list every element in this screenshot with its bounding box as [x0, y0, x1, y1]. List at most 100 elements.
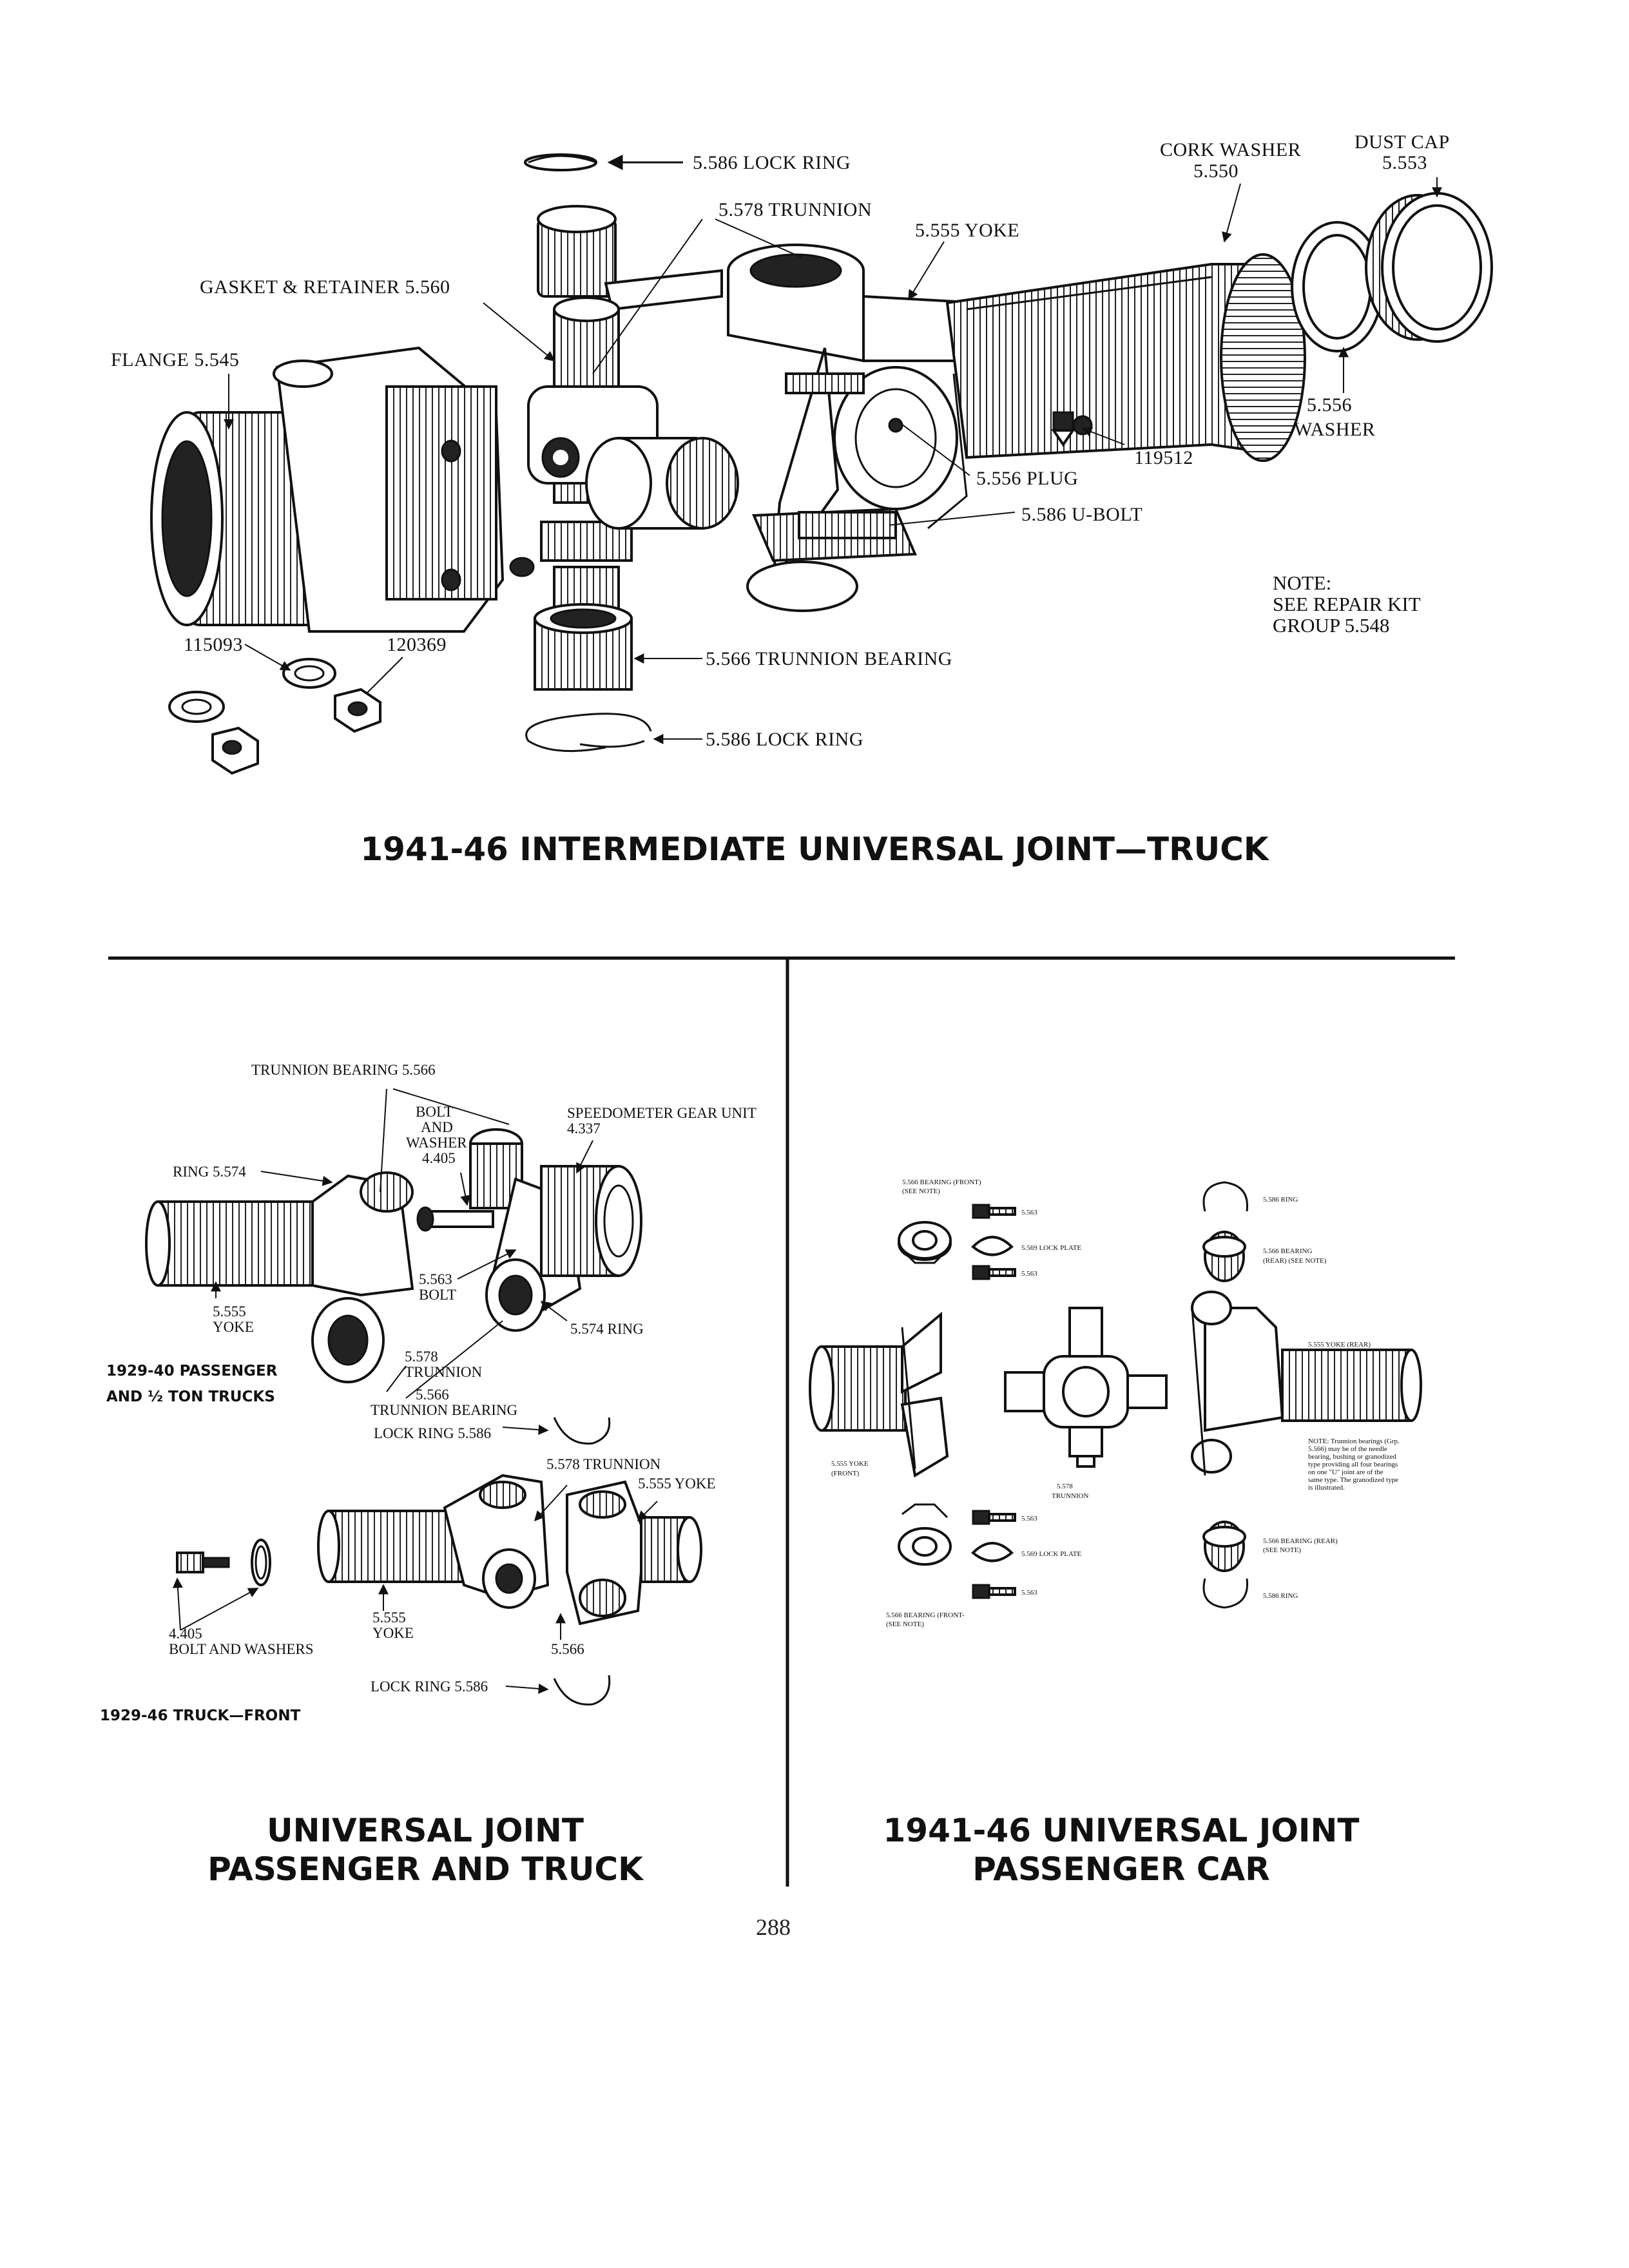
- label-trunnion-num: 5.578: [1057, 1483, 1073, 1490]
- label-lock-plate-b: 5.569 LOCK PLATE: [1021, 1550, 1081, 1558]
- label-bearing-rear-top: 5.566 BEARING: [1263, 1247, 1312, 1255]
- note-line-1: NOTE:: [1273, 572, 1331, 594]
- label-trunnion-bearing: 5.566 TRUNNION BEARING: [706, 648, 952, 669]
- dust-cap-drawing: [1365, 192, 1493, 343]
- label-flange: FLANGE 5.545: [111, 349, 239, 370]
- label-bolt-washers: BOLT AND WASHERS: [169, 1641, 314, 1657]
- label-ring-right: 5.574 RING: [570, 1321, 644, 1337]
- note-text-6: same type. The granodized type: [1308, 1476, 1398, 1484]
- label-speedometer-num: 4.337: [567, 1120, 601, 1137]
- label-see-note-b: (SEE NOTE): [886, 1620, 924, 1628]
- label-bolt: BOLT: [416, 1104, 453, 1120]
- label-see-note-c: (SEE NOTE): [1263, 1546, 1301, 1554]
- label-cork-washer-num: 5.550: [1193, 160, 1239, 182]
- caption-1929-40-line1: 1929-40 PASSENGER: [106, 1363, 278, 1379]
- label-bearing-front-top: 5.566 BEARING (FRONT): [902, 1178, 981, 1186]
- label-washer: WASHER: [406, 1135, 467, 1151]
- label-lock-ring-top: 5.586 LOCK RING: [693, 152, 851, 173]
- label-bearing-rear-bottom: 5.566 BEARING (REAR): [1263, 1537, 1338, 1545]
- label-ring-586-bottom: 5.586 RING: [1263, 1592, 1298, 1600]
- label-and: AND: [421, 1119, 453, 1135]
- trunnion-bearing-bottom-drawing: [534, 603, 633, 691]
- front-yoke-drawing: [809, 1311, 949, 1478]
- label-bolt-563b: 5.563: [1021, 1270, 1037, 1278]
- lock-ring-bottom-drawing: [525, 713, 652, 753]
- label-tb: TRUNNION BEARING: [371, 1402, 517, 1418]
- label-washer-num: 5.556: [1307, 394, 1352, 416]
- label-ring-left: RING 5.574: [173, 1164, 246, 1180]
- note-text-4: type providing all four bearings: [1308, 1461, 1398, 1468]
- top-figure-leaders: [224, 177, 1442, 744]
- note-text-1: NOTE: Trunnion bearings (Grp.: [1308, 1437, 1400, 1445]
- trunnion-bearing-top-drawing: [537, 205, 723, 311]
- label-bolt2: BOLT: [419, 1287, 456, 1303]
- label-trunnion: TRUNNION: [405, 1364, 482, 1380]
- label-trunnion: TRUNNION: [1052, 1492, 1088, 1500]
- repair-kit-note: NOTE: SEE REPAIR KIT GROUP 5.548: [1273, 572, 1421, 637]
- label-dust-cap: DUST CAP: [1354, 131, 1450, 153]
- shaft-drawing: [157, 1200, 314, 1287]
- left-figure-title-line2: PASSENGER AND TRUCK: [207, 1850, 644, 1888]
- label-speedometer: SPEEDOMETER GEAR UNIT: [567, 1105, 757, 1121]
- label-u-bolt: 5.586 U-BOLT: [1021, 504, 1142, 525]
- label-trunnion: 5.578 TRUNNION: [718, 199, 872, 220]
- label-yoke-rear: 5.555 YOKE (REAR): [1308, 1341, 1371, 1349]
- label-bolt-563d: 5.563: [1021, 1589, 1037, 1597]
- label-trunnion-num: 5.578: [405, 1349, 438, 1365]
- note-line-3: GROUP 5.548: [1273, 614, 1389, 637]
- cork-washer-drawing: [1220, 253, 1306, 462]
- label-part-119512: 119512: [1134, 447, 1193, 468]
- grease-fitting-drawing: [1051, 411, 1075, 447]
- label-bolt2-num: 5.563: [419, 1271, 452, 1287]
- label-bearing-front-bottom: 5.566 BEARING (FRONT-: [886, 1611, 965, 1619]
- caption-1929-40-line2: AND ½ TON TRUCKS: [106, 1389, 275, 1405]
- right-figure-title-line2: PASSENGER CAR: [972, 1850, 1270, 1888]
- top-figure-title: 1941-46 INTERMEDIATE UNIVERSAL JOINT—TRU…: [360, 831, 1270, 868]
- label-yoke: YOKE: [213, 1319, 254, 1335]
- label-plug: 5.556 PLUG: [976, 468, 1078, 489]
- washer-drawing: [1291, 221, 1383, 352]
- truck-front-assembly-drawing: [317, 1474, 702, 1626]
- label-trunnion-2: 5.578 TRUNNION: [546, 1456, 661, 1472]
- label-gasket-retainer: GASKET & RETAINER 5.560: [200, 276, 450, 298]
- label-see-note-a: (SEE NOTE): [902, 1187, 940, 1195]
- label-dust-cap-num: 5.553: [1382, 152, 1427, 173]
- right-figure-title-line1: 1941-46 UNIVERSAL JOINT: [883, 1812, 1360, 1849]
- note-text-5: on one "U" joint are of the: [1308, 1468, 1383, 1476]
- label-yoke-front: 5.555 YOKE: [831, 1460, 869, 1468]
- right-note-block: NOTE: Trunnion bearings (Grp. 5.566) may…: [1308, 1437, 1400, 1492]
- note-text-7: is illustrated.: [1308, 1484, 1345, 1492]
- label-bearing-566: 5.566: [551, 1641, 584, 1657]
- label-yoke-2: 5.555 YOKE: [638, 1475, 716, 1492]
- flange-drawing: [150, 346, 535, 633]
- note-text-2: 5.566) may be of the needle: [1308, 1445, 1387, 1453]
- label-bolt-563a: 5.563: [1021, 1209, 1037, 1216]
- note-text-3: bearing, bushing or granodized: [1308, 1453, 1396, 1461]
- right-figure-illustration: [809, 1181, 1422, 1609]
- label-part-115093: 115093: [184, 634, 243, 655]
- note-line-2: SEE REPAIR KIT: [1273, 593, 1421, 615]
- label-bolt-washers-num: 4.405: [169, 1626, 202, 1642]
- left-figure-title-line1: UNIVERSAL JOINT: [267, 1812, 584, 1849]
- bearing-front-top-drawing: [898, 1221, 952, 1264]
- label-part-120369: 120369: [387, 634, 447, 655]
- label-bolt-563c: 5.563: [1021, 1515, 1037, 1523]
- label-ring-586-top: 5.586 RING: [1263, 1196, 1298, 1204]
- label-yoke-3: YOKE: [372, 1625, 414, 1641]
- caption-1929-46-truck-front: 1929-46 TRUCK—FRONT: [100, 1707, 301, 1724]
- label-yoke-num: 5.555: [213, 1303, 246, 1320]
- label-washer: WASHER: [1294, 419, 1375, 440]
- label-front: (FRONT): [831, 1470, 860, 1477]
- label-washer-num: 4.405: [422, 1150, 456, 1166]
- yoke-drawing: [727, 244, 994, 612]
- label-lock-plate-a: 5.569 LOCK PLATE: [1021, 1244, 1081, 1252]
- label-rear-see-note: (REAR) (SEE NOTE): [1263, 1257, 1327, 1265]
- top-figure-illustration: [150, 153, 1493, 775]
- bolt-and-washers-drawing: [172, 1539, 271, 1631]
- label-yoke: 5.555 YOKE: [915, 220, 1019, 241]
- label-yoke-3-num: 5.555: [372, 1610, 406, 1626]
- label-lock-ring-bottom: 5.586 LOCK RING: [706, 729, 863, 750]
- page-number: 288: [756, 1914, 791, 1940]
- lock-ring-top-drawing: [524, 153, 597, 171]
